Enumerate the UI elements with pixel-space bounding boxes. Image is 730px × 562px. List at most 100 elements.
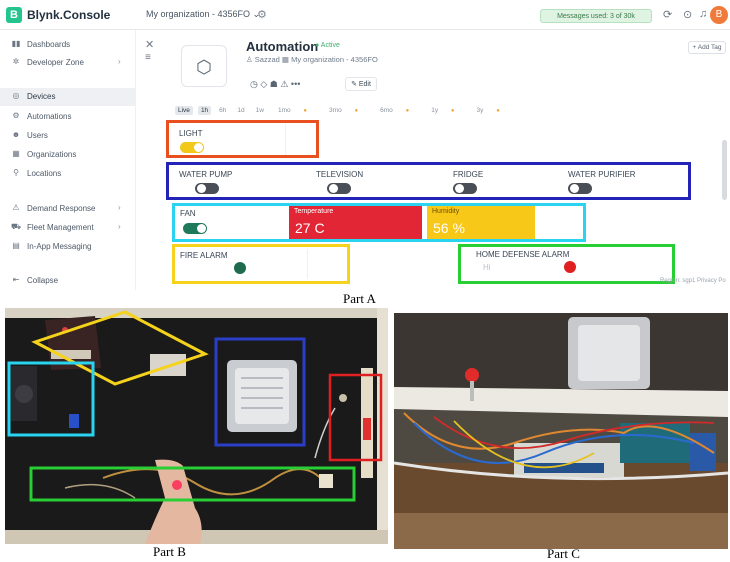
widget-label: WATER PURIFIER <box>568 170 636 179</box>
sidebar-item-organizations[interactable]: ▦ Organizations <box>0 146 136 164</box>
home-defense-widget: HOME DEFENSE ALARM Hi <box>461 246 673 280</box>
blynk-console-screenshot: B Blynk.Console My organization - 4356FO… <box>0 0 730 290</box>
sidebar-item-locations[interactable]: ⚲ Locations <box>0 165 136 183</box>
tab-label: 1mo <box>277 107 291 114</box>
widget-label: HOME DEFENSE ALARM <box>476 250 570 259</box>
humidity-label: Humidity <box>432 208 460 215</box>
sidebar-item-label: Dashboards <box>27 40 71 49</box>
org-settings-icon[interactable]: ⚙ <box>257 9 267 21</box>
tab-1w[interactable]: 1w <box>255 107 264 114</box>
widget-label: FRIDGE <box>453 170 484 179</box>
fan-widget: FAN <box>176 205 284 240</box>
widget-label: LIGHT <box>179 129 203 138</box>
tab-6mo[interactable]: 6mo ● <box>374 105 420 116</box>
top-bar: B Blynk.Console My organization - 4356FO… <box>0 0 730 30</box>
temperature-value: 27 C <box>295 220 325 236</box>
developer-zone-icon: ✲ <box>12 57 20 66</box>
demand-response-icon: ⚠ <box>12 203 20 212</box>
fire-alarm-led <box>234 262 246 274</box>
sidebar: ▮▮ Dashboards ✲ Developer Zone › ◎ Devic… <box>0 30 136 290</box>
sidebar-item-label: Devices <box>27 92 56 101</box>
premium-dot-icon: ● <box>496 108 500 114</box>
fan-highlight-box <box>172 203 586 242</box>
users-icon: ☻ <box>11 130 21 139</box>
widget-label: FIRE ALARM <box>180 251 228 260</box>
tab-1mo[interactable]: 1mo ● <box>272 105 318 116</box>
part-b-photo <box>5 308 388 544</box>
device-title: Automation <box>246 39 319 54</box>
widget-label: TELEVISION <box>316 170 364 179</box>
sidebar-item-users[interactable]: ☻ Users <box>0 127 136 145</box>
widget-label: WATER PUMP <box>179 170 233 179</box>
tab-1d[interactable]: 1d <box>237 107 245 114</box>
close-icon[interactable]: ✕ <box>145 39 155 51</box>
messages-used-badge: Messages used: 3 of 30k <box>540 9 652 23</box>
light-switch[interactable] <box>180 142 204 153</box>
edit-button[interactable]: ✎ Edit <box>345 77 377 91</box>
fridge-switch[interactable] <box>453 183 477 194</box>
sidebar-item-label: In-App Messaging <box>27 242 92 251</box>
tab-1h[interactable]: 1h <box>197 106 212 115</box>
sidebar-item-in-app-messaging[interactable]: ▤ In-App Messaging <box>0 238 136 256</box>
tab-live[interactable]: Live <box>175 106 193 115</box>
tab-3mo[interactable]: 3mo ● <box>323 105 369 116</box>
tab-label: 1y <box>431 107 439 114</box>
sidebar-item-label: Demand Response <box>27 204 96 213</box>
divider <box>307 249 308 279</box>
sidebar-item-label: Fleet Management <box>27 223 94 232</box>
tab-1y[interactable]: 1y ● <box>425 105 465 116</box>
tab-3y[interactable]: 3y ● <box>471 105 511 116</box>
collapse-icon: ⇤ <box>12 275 20 284</box>
brand-name: Blynk.Console <box>27 8 111 22</box>
avatar[interactable]: B <box>710 6 728 24</box>
sidebar-item-fleet-management[interactable]: ⛟ Fleet Management › <box>0 219 136 237</box>
menu-icon[interactable]: ≡ <box>145 52 151 63</box>
sidebar-item-developer-zone[interactable]: ✲ Developer Zone › <box>0 54 136 72</box>
organizations-icon: ▦ <box>12 149 20 158</box>
premium-dot-icon: ● <box>354 108 359 114</box>
organization-selector[interactable]: My organization - 4356FO ⌄ <box>146 9 261 19</box>
temperature-tile: Temperature 27 C <box>289 205 422 240</box>
sidebar-item-label: Automations <box>27 112 72 121</box>
help-icon[interactable]: ⊙ <box>683 9 693 21</box>
premium-dot-icon: ● <box>405 108 410 114</box>
humidity-tile: Humidity 56 % <box>427 205 535 240</box>
fleet-management-icon: ⛟ <box>10 222 22 231</box>
part-c-photo <box>394 313 728 549</box>
sidebar-item-demand-response[interactable]: ⚠ Demand Response › <box>0 200 136 218</box>
fan-switch[interactable] <box>183 223 207 234</box>
scrollbar[interactable] <box>722 140 727 200</box>
tab-6h[interactable]: 6h <box>219 107 227 114</box>
part-b-illustration <box>5 308 388 544</box>
region-footer: Region: sgp1 Privacy Po <box>660 278 726 284</box>
sidebar-item-collapse[interactable]: ⇤ Collapse <box>0 272 136 290</box>
bell-icon[interactable]: ♫ <box>699 8 708 20</box>
premium-dot-icon: ● <box>450 108 455 114</box>
temperature-label: Temperature <box>294 208 334 215</box>
tab-label: 3y <box>476 107 484 114</box>
appliance-highlight-box <box>166 162 691 200</box>
notifications-icon[interactable]: ⟳ <box>663 9 673 21</box>
television-switch[interactable] <box>327 183 351 194</box>
locations-icon: ⚲ <box>13 168 19 177</box>
water-pump-switch[interactable] <box>195 183 219 194</box>
premium-dot-icon: ● <box>303 108 308 114</box>
sidebar-item-label: Developer Zone <box>27 58 84 67</box>
add-tag-button[interactable]: + Add Tag <box>688 41 726 54</box>
light-highlight-box <box>166 120 319 158</box>
device-action-icons[interactable]: ◷ ◇ ☗ ⚠ ••• <box>250 79 301 89</box>
sidebar-item-dashboards[interactable]: ▮▮ Dashboards <box>0 36 136 54</box>
part-c-illustration <box>394 313 728 549</box>
sidebar-item-devices[interactable]: ◎ Devices <box>0 88 136 106</box>
part-b-caption: Part B <box>153 544 186 559</box>
sidebar-item-automations[interactable]: ⚙ Automations <box>0 108 136 126</box>
sidebar-item-label: Organizations <box>27 150 77 159</box>
part-c-caption: Part C <box>547 546 580 561</box>
sidebar-item-label: Locations <box>27 169 62 178</box>
home-defense-led <box>564 261 576 273</box>
water-purifier-switch[interactable] <box>568 183 592 194</box>
device-status-badge: ● Active <box>315 42 340 49</box>
device-cube-icon: ⬡ <box>181 45 227 87</box>
device-owner-meta: ♙ Sazzad ▦ My organization - 4356FO <box>246 55 378 64</box>
